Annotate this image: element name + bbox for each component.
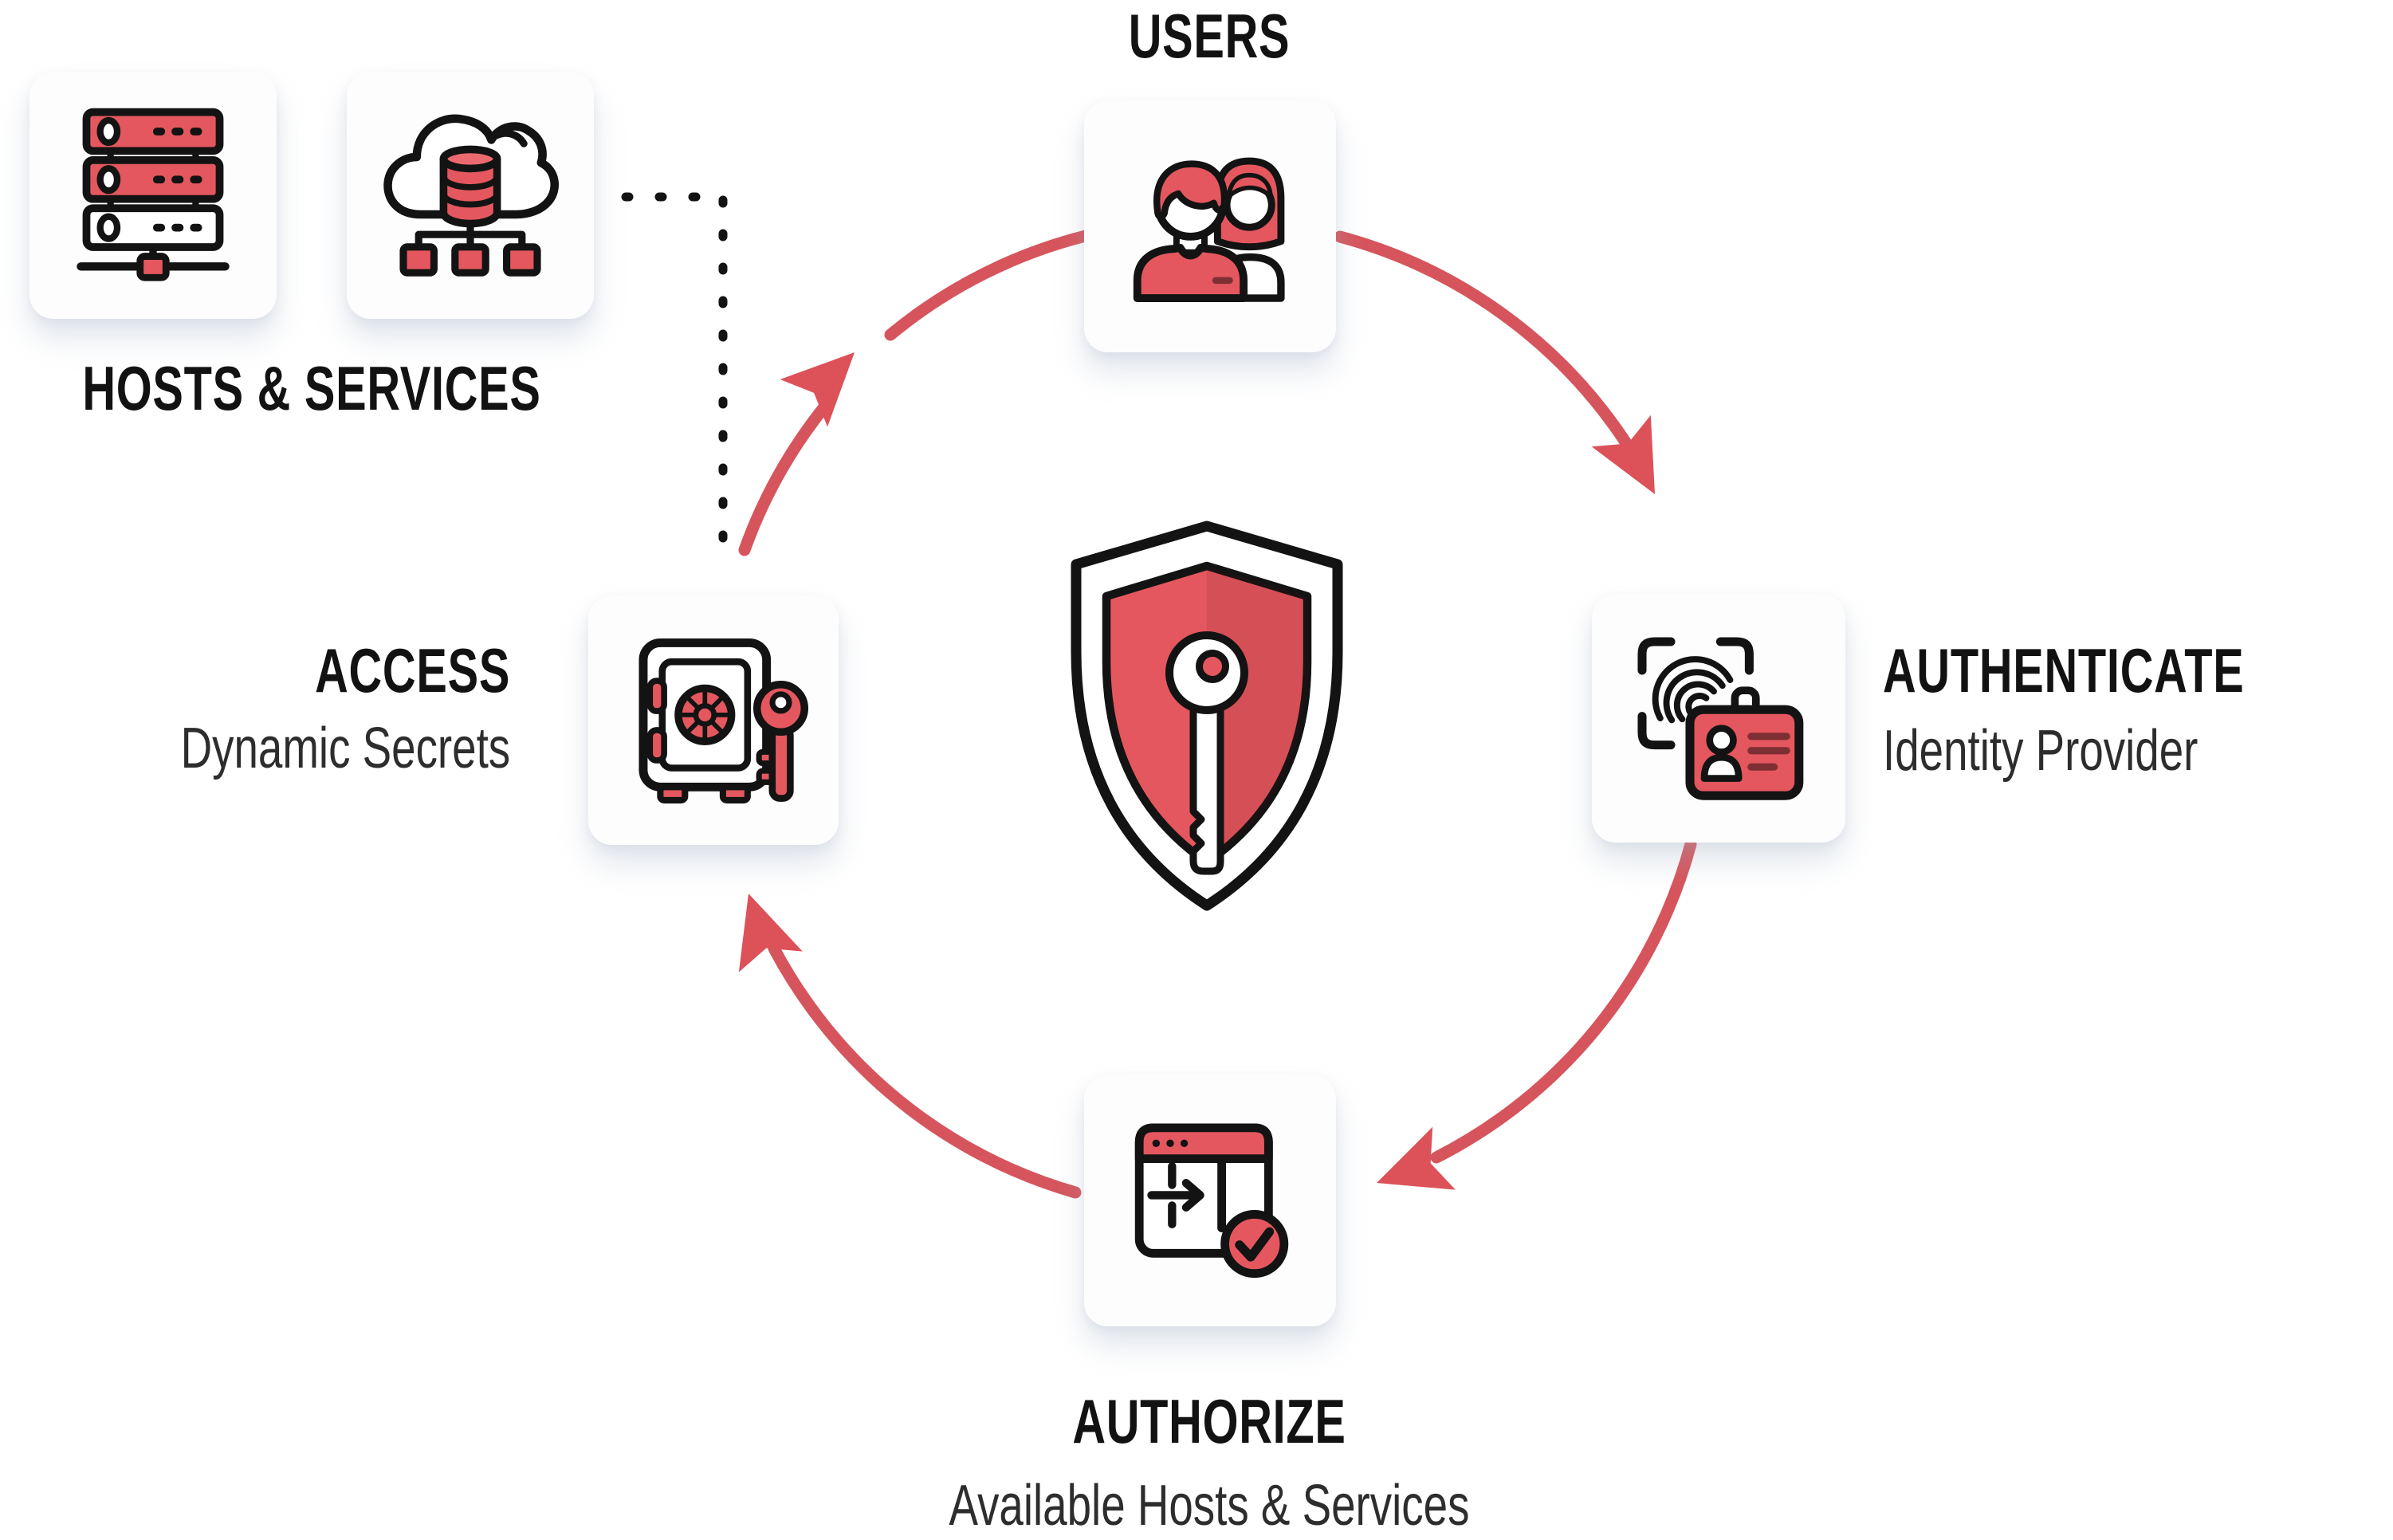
card-services — [347, 72, 594, 319]
check-circle — [1220, 1209, 1288, 1278]
scan-bracket-tr — [1715, 637, 1754, 675]
card-hosts — [29, 72, 277, 319]
safe-foot-right — [719, 783, 751, 803]
shield-key-icon — [1071, 521, 1343, 911]
authorize-title: AUTHORIZE — [1072, 1386, 1346, 1456]
access-title: ACCESS — [315, 635, 510, 705]
scan-bracket-bl — [1637, 712, 1676, 750]
safe-key-icon — [639, 638, 808, 803]
arc-users-to-authenticate — [1334, 230, 1634, 452]
arrowhead-to-authenticate — [1591, 414, 1655, 494]
key-shaft — [768, 724, 794, 802]
access-subtitle: Dynamic Secrets — [180, 717, 510, 780]
fingerprint-id-badge-icon — [1637, 637, 1804, 800]
scan-bracket-tl — [1637, 637, 1676, 675]
key-shaft — [1189, 699, 1224, 875]
arrowhead-to-authorize — [1377, 1126, 1456, 1190]
authenticate-subtitle: Identity Provider — [1883, 719, 2198, 783]
arc-authorize-to-access — [768, 942, 1082, 1199]
users-label: USERS — [1128, 1, 1291, 71]
fingerprint-ridge-2 — [1663, 669, 1726, 724]
man-hair — [1153, 160, 1228, 221]
arc-access-up — [738, 398, 833, 556]
safe-door — [658, 658, 752, 772]
check-mark — [1234, 1227, 1274, 1262]
users-icon — [1133, 157, 1285, 303]
arrowhead-to-access — [738, 894, 803, 972]
fingerprint-ridge-1 — [1652, 656, 1734, 721]
shield-shade — [1207, 566, 1307, 862]
dotted-connector — [621, 192, 728, 563]
arrowhead-to-users — [780, 352, 855, 427]
cloud-database-network-icon — [383, 114, 559, 277]
shield-outer — [1071, 521, 1343, 911]
safe-foot-left — [657, 783, 689, 803]
key-hole — [769, 690, 792, 713]
safe-hinge-top — [646, 677, 667, 714]
card-authorize — [1084, 1074, 1336, 1326]
man-torso — [1133, 243, 1248, 303]
browser-titlebar — [1134, 1122, 1273, 1163]
badge-photo-head — [1706, 725, 1737, 756]
key-hole — [1196, 650, 1229, 683]
hosts-services-label: HOSTS & SERVICES — [82, 353, 541, 423]
card-users — [1084, 100, 1336, 352]
server-rack-icon — [77, 108, 230, 281]
badge-photo-body — [1700, 753, 1743, 782]
card-access — [588, 595, 839, 845]
authenticate-title: AUTHENTICATE — [1883, 635, 2245, 705]
browser-login-check-icon — [1134, 1122, 1288, 1278]
safe-hinge-bottom — [646, 726, 667, 764]
fingerprint-ridge-3 — [1673, 681, 1717, 723]
arc-authenticate-to-authorize — [1430, 838, 1697, 1164]
shield-inner — [1102, 561, 1312, 867]
woman-fringe — [1226, 172, 1273, 199]
card-authenticate — [1592, 594, 1845, 843]
authorize-subtitle: Available Hosts & Services — [949, 1474, 1470, 1538]
arc-access-to-users — [884, 228, 1098, 341]
safe-dial-hub — [693, 702, 717, 727]
key-head — [1165, 631, 1248, 714]
